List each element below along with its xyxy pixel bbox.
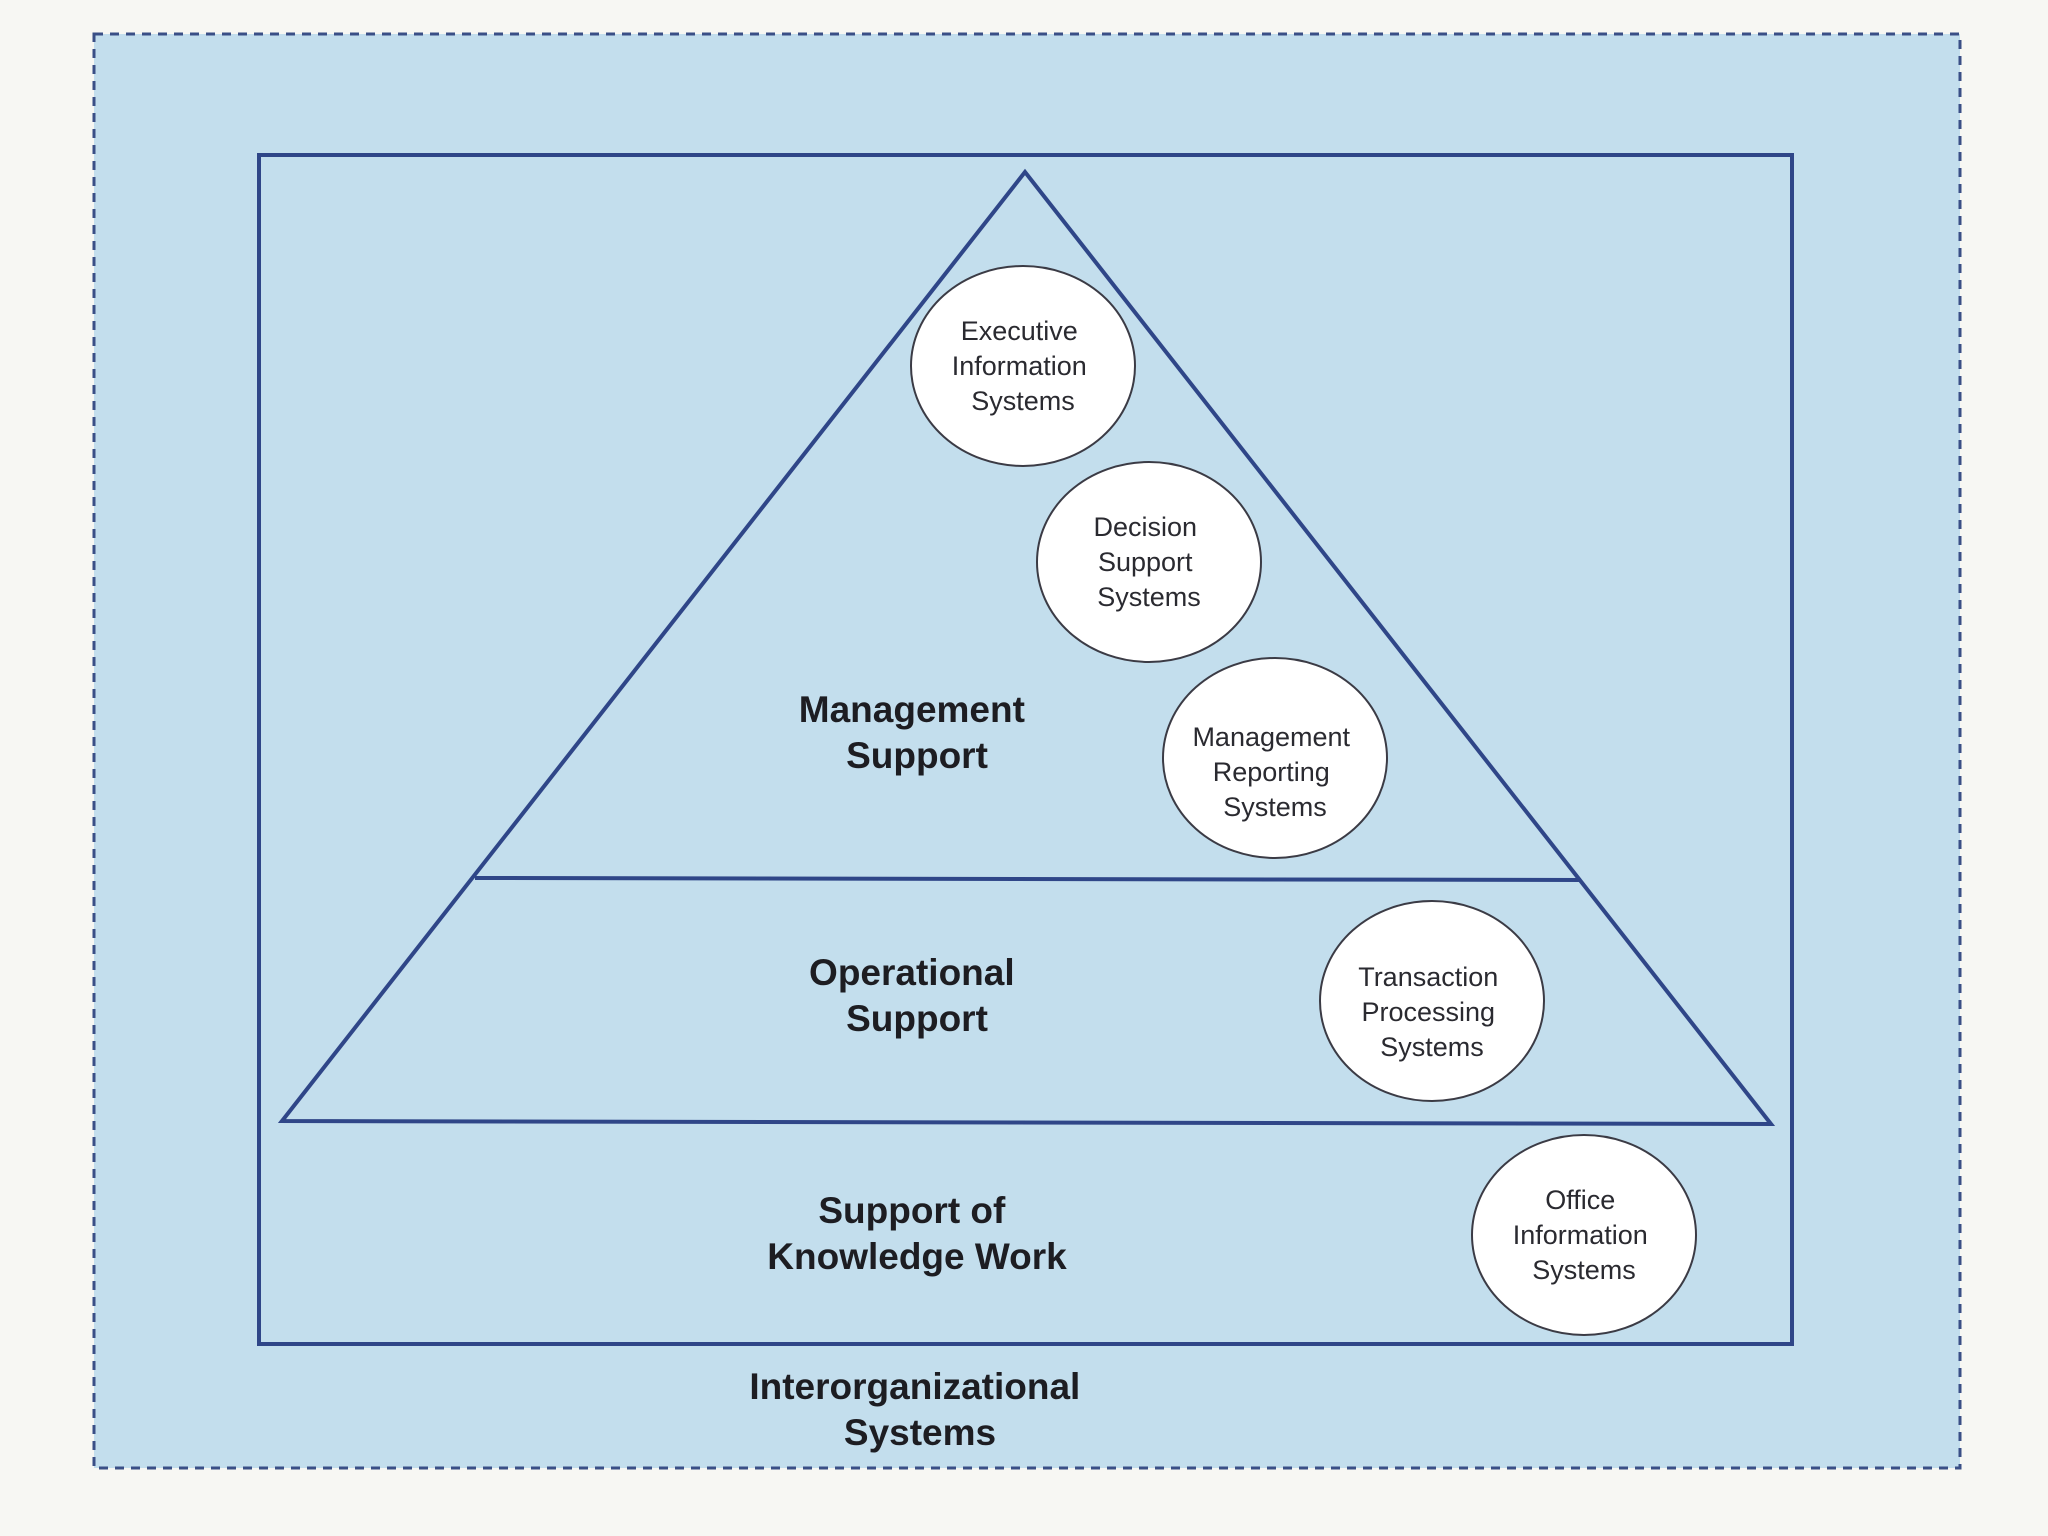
- management-support-line-2: Support: [846, 735, 988, 776]
- executive-information-systems-circle: [910, 265, 1136, 467]
- decision-support-systems-node: Decision Support Systems: [1036, 461, 1262, 663]
- executive-line-3: Systems: [971, 386, 1075, 416]
- transaction-line-3: Systems: [1380, 1032, 1484, 1062]
- decision-support-systems-circle: [1036, 461, 1262, 663]
- transaction-processing-systems-text: Transaction Processing Systems: [1358, 962, 1506, 1062]
- management-support-line-1: Management: [799, 689, 1025, 730]
- operational-support-label: Operational Support: [809, 952, 1025, 1039]
- reporting-line-1: Management: [1192, 722, 1350, 752]
- transaction-processing-systems-node: Transaction Processing Systems: [1319, 900, 1545, 1102]
- management-reporting-systems-text: Management Reporting Systems: [1192, 722, 1357, 822]
- management-support-label: Management Support: [799, 689, 1035, 776]
- transaction-line-1: Transaction: [1358, 962, 1498, 992]
- interorganizational-systems-label: Interorganizational Systems: [749, 1366, 1090, 1453]
- operational-support-line-1: Operational: [809, 952, 1015, 993]
- decision-line-2: Support: [1098, 547, 1193, 577]
- decision-line-1: Decision: [1093, 512, 1197, 542]
- transaction-processing-systems-circle: [1319, 900, 1545, 1102]
- office-information-systems-node: Office Information Systems: [1471, 1134, 1697, 1336]
- executive-line-2: Information: [952, 351, 1087, 381]
- reporting-line-3: Systems: [1223, 792, 1327, 822]
- management-reporting-systems-node: Management Reporting Systems: [1162, 657, 1388, 859]
- inner-frame: [257, 153, 1794, 1346]
- executive-information-systems-text: Executive Information Systems: [952, 316, 1095, 416]
- reporting-line-2: Reporting: [1213, 757, 1330, 787]
- knowledge-work-line-1: Support of: [818, 1190, 1006, 1231]
- decision-support-systems-text: Decision Support Systems: [1093, 512, 1204, 612]
- executive-information-systems-node: Executive Information Systems: [910, 265, 1136, 467]
- executive-line-1: Executive: [961, 316, 1078, 346]
- knowledge-work-label: Support of Knowledge Work: [767, 1190, 1067, 1277]
- interorganizational-line-2: Systems: [844, 1412, 996, 1453]
- management-reporting-systems-circle: [1162, 657, 1388, 859]
- decision-line-3: Systems: [1097, 582, 1201, 612]
- pyramid-outline: [277, 168, 1776, 1127]
- knowledge-work-line-2: Knowledge Work: [767, 1236, 1067, 1277]
- office-information-systems-text: Office Information Systems: [1513, 1185, 1656, 1285]
- interorganizational-line-1: Interorganizational: [749, 1366, 1080, 1407]
- office-information-systems-circle: [1471, 1134, 1697, 1336]
- office-line-1: Office: [1545, 1185, 1615, 1215]
- operational-support-line-2: Support: [846, 998, 988, 1039]
- transaction-line-2: Processing: [1361, 997, 1495, 1027]
- pyramid-tier-divider: [474, 876, 1582, 882]
- office-line-2: Information: [1513, 1220, 1648, 1250]
- office-line-3: Systems: [1532, 1255, 1636, 1285]
